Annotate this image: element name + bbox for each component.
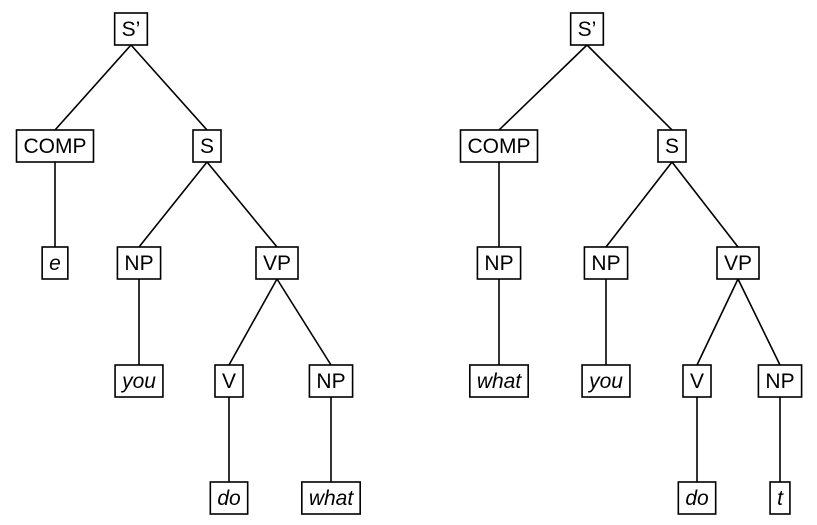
node-label: S [200, 135, 214, 158]
node-box [41, 246, 69, 280]
node-label: t [777, 487, 784, 510]
node-label: you [587, 370, 623, 393]
tree-2-node-vp: VP [716, 246, 760, 280]
node-box [677, 481, 717, 515]
node-box [209, 481, 249, 515]
node-box [255, 246, 299, 280]
tree-1-edge-sa-vp1 [206, 161, 278, 248]
node-label: V [222, 370, 236, 393]
tree-2-node-np: NP [583, 246, 629, 280]
node-box [113, 12, 149, 46]
tree-2-node-t: t [769, 481, 791, 515]
node-label: what [477, 370, 523, 393]
node-label: you [120, 370, 156, 393]
tree-1-node-s: S’ [113, 12, 149, 46]
tree-2-node-s: S’ [569, 12, 605, 46]
tree-2-edge-vp2-np5 [737, 278, 781, 366]
node-label: e [49, 252, 61, 275]
tree-2-node-s: S [657, 129, 687, 163]
node-box [459, 129, 539, 163]
node-box [476, 246, 522, 280]
tree-2-node-v: V [682, 364, 712, 398]
node-box [116, 246, 162, 280]
node-label: S [665, 135, 679, 158]
node-label: V [690, 370, 704, 393]
node-label: NP [591, 252, 620, 275]
node-box [192, 129, 222, 163]
tree-2-node-what: what [469, 364, 529, 398]
node-box [569, 12, 605, 46]
node-box [114, 364, 164, 398]
node-label: S’ [122, 18, 141, 41]
node-label: COMP [468, 135, 531, 158]
tree-1-edge-s1-sa [130, 44, 208, 131]
tree-1-edge-vp1-np2 [276, 278, 332, 366]
node-label: what [309, 487, 355, 510]
tree-2-node-do: do [677, 481, 717, 515]
node-box [581, 364, 631, 398]
tree-1-node-comp: COMP [15, 129, 95, 163]
node-box [716, 246, 760, 280]
tree-1-node-what: what [301, 481, 361, 515]
tree-1-node-e: e [41, 246, 69, 280]
tree-1-edge-vp1-v1 [228, 278, 278, 366]
node-label: VP [263, 252, 291, 275]
node-label: S’ [578, 18, 597, 41]
tree-1-node-v: V [214, 364, 244, 398]
node-box [214, 364, 244, 398]
node-label: COMP [24, 135, 87, 158]
tree-2-edge-vp2-v2 [696, 278, 739, 366]
node-label: do [685, 487, 709, 510]
node-label: VP [724, 252, 752, 275]
tree-1-node-s: S [192, 129, 222, 163]
tree-1-node-vp: VP [255, 246, 299, 280]
tree-1-node-np: NP [116, 246, 162, 280]
node-box [757, 364, 803, 398]
node-box [308, 364, 354, 398]
tree-1-node-do: do [209, 481, 249, 515]
node-box [15, 129, 95, 163]
tree-2-node-np: NP [476, 246, 522, 280]
tree-2-edge-sb-np4 [605, 161, 673, 248]
tree-1-node-np: NP [308, 364, 354, 398]
node-label: NP [765, 370, 794, 393]
tree-2-edge-s2-sb [586, 44, 673, 131]
node-box [583, 246, 629, 280]
tree-1-node-you: you [114, 364, 164, 398]
tree-2-node-you: you [581, 364, 631, 398]
node-box [682, 364, 712, 398]
edges-layer [54, 44, 781, 482]
node-box [469, 364, 529, 398]
tree-2-node-comp: COMP [459, 129, 539, 163]
node-box [769, 481, 791, 515]
node-label: NP [124, 252, 153, 275]
node-label: NP [316, 370, 345, 393]
node-label: do [217, 487, 241, 510]
tree-2-node-np: NP [757, 364, 803, 398]
tree-1-edge-s1-comp1 [54, 44, 132, 131]
tree-1-edge-sa-np1 [138, 161, 208, 248]
node-box [657, 129, 687, 163]
node-label: NP [484, 252, 513, 275]
tree-2-edge-sb-vp2 [671, 161, 739, 248]
tree-2-edge-s2-comp2 [498, 44, 588, 131]
node-box [301, 481, 361, 515]
